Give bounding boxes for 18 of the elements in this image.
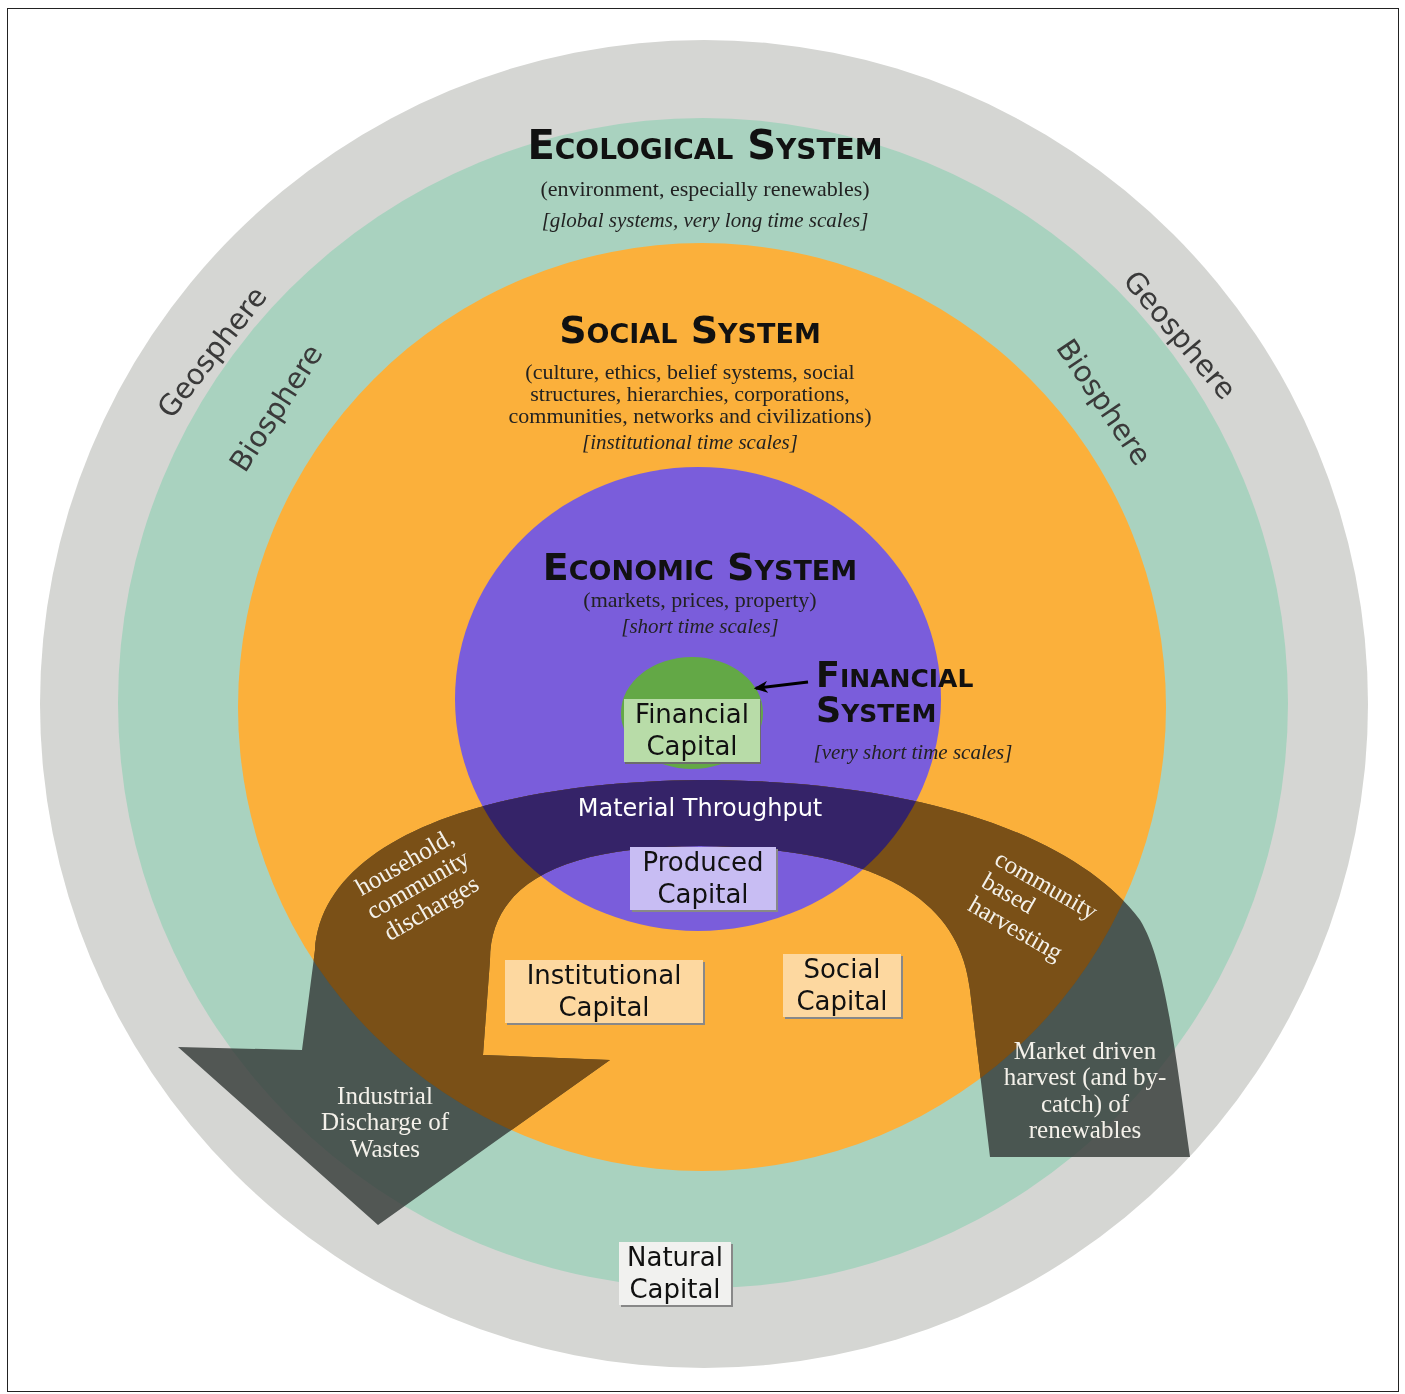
capital-label: Produced Capital [630, 847, 776, 911]
time-scale-text: [global systems, very long time scales] [540, 208, 870, 233]
description-text: (environment, especially renewables) [539, 178, 871, 200]
social-system-heading: Social System [558, 308, 822, 352]
arrow [753, 680, 809, 693]
time-scale-text: [short time scales] [620, 614, 780, 639]
description-text: (culture, ethics, belief systems, social structures, hierarchies, corporations, communities, networks and civilizations) [507, 361, 873, 427]
time-scale-text: [institutional time scales] [581, 430, 799, 455]
ecological-system-heading: Ecological System [526, 122, 884, 168]
flow-label: Material Throughput [577, 794, 823, 822]
capital-label: Institutional Capital [505, 960, 703, 1024]
capital-label: Financial Capital [624, 699, 760, 763]
flow-label: Market driven harvest (and by-catch) of renewables [1002, 1037, 1168, 1143]
economic-system-heading: Economic System [541, 545, 859, 589]
capital-label: Natural Capital [619, 1242, 731, 1306]
capital-label: Social Capital [783, 954, 901, 1018]
flow-label: Industrial Discharge of Wastes [320, 1082, 450, 1162]
description-text: (markets, prices, property) [582, 589, 818, 611]
